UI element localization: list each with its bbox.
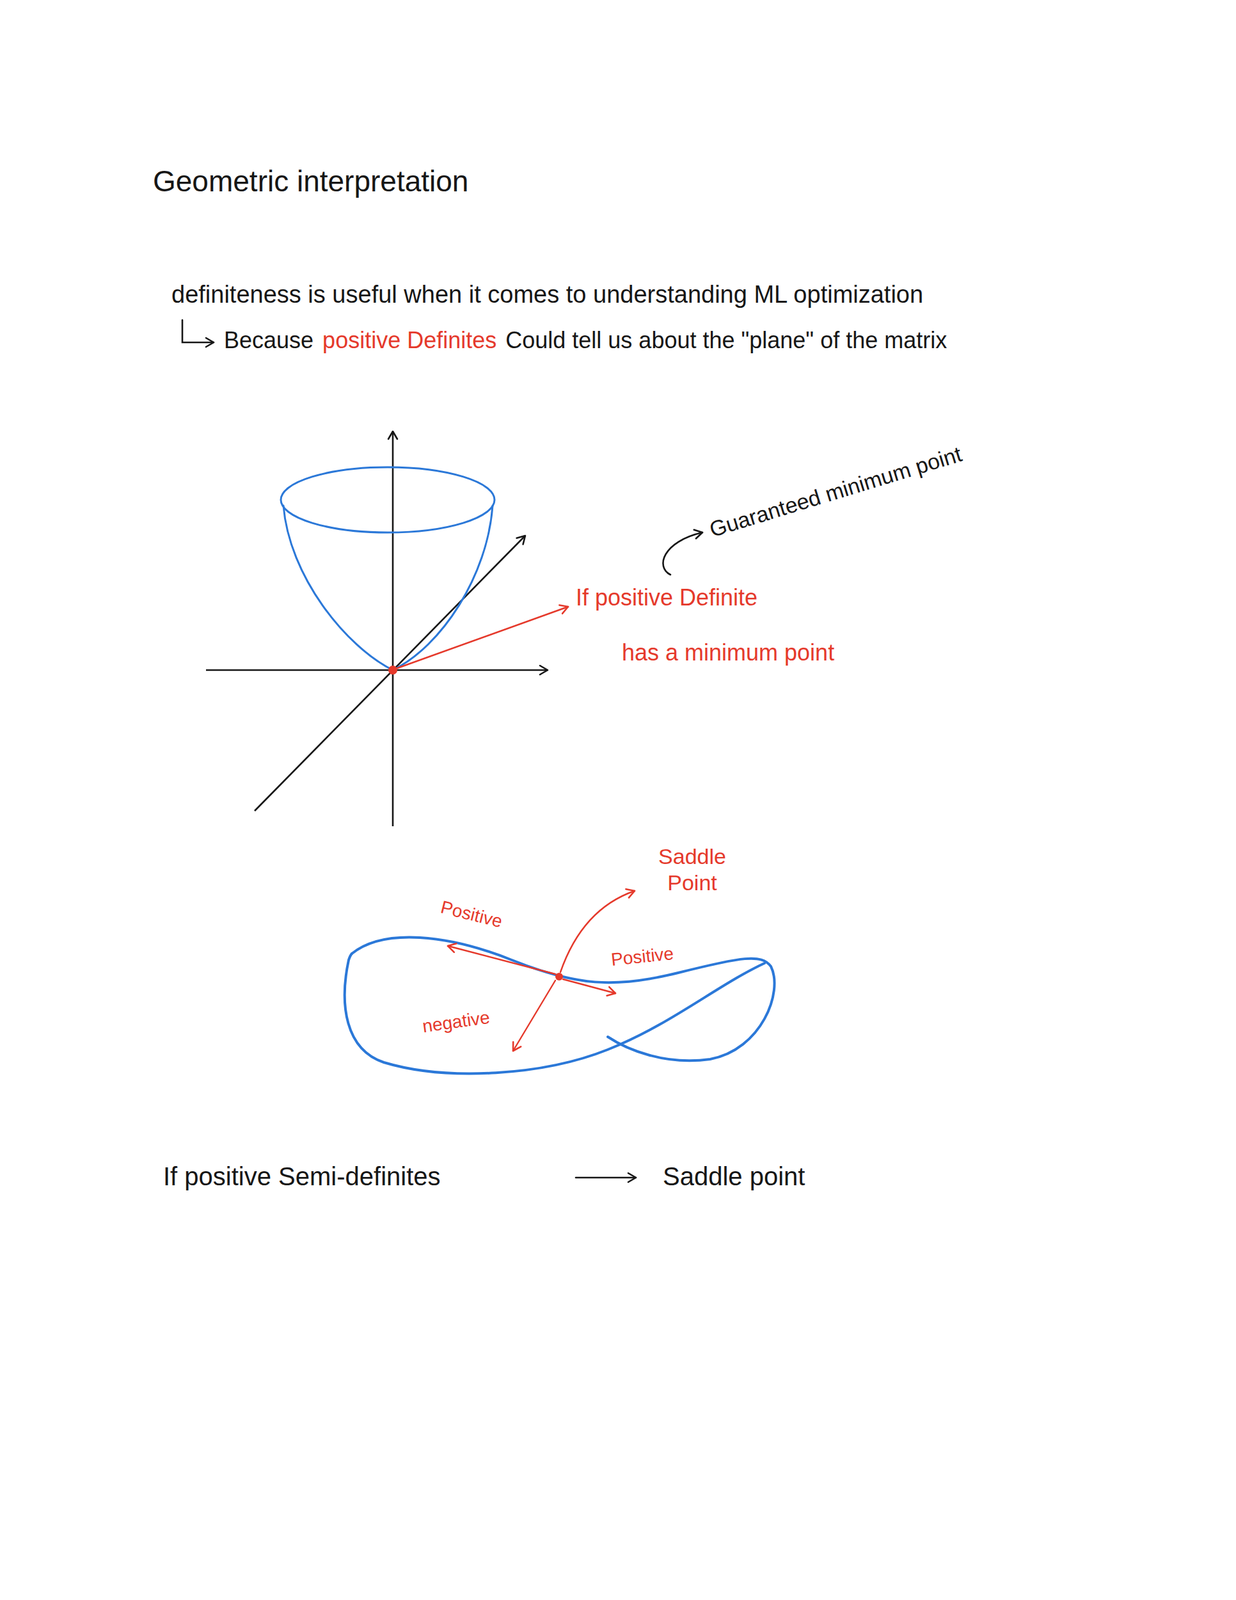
page-title: Geometric interpretation	[152, 164, 469, 198]
annotation: Guaranteed minimum point	[706, 440, 965, 543]
highlight-text: positive Definites	[322, 326, 497, 354]
y-axis	[254, 535, 526, 811]
implies-arrow	[575, 1176, 636, 1179]
leader-arrow	[662, 532, 703, 575]
direction-label: negative	[420, 1006, 492, 1038]
label-holder: negative	[420, 1006, 492, 1038]
label-holder: If positive Definite	[575, 583, 758, 611]
annotation: has a minimum point	[621, 638, 835, 666]
saddle-dot	[555, 972, 563, 981]
z-axis	[392, 431, 395, 826]
label-holder: definiteness is useful when it comes to …	[171, 280, 924, 310]
x-axis	[206, 669, 548, 672]
direction-arrow	[447, 945, 556, 974]
label-holder: Guaranteed minimum point	[706, 440, 965, 543]
bowl-rim	[280, 467, 495, 533]
label-holder: Positive	[610, 942, 675, 971]
direction-arrow	[513, 980, 556, 1051]
direction-label: Positive	[438, 896, 505, 933]
direction-arrow	[562, 978, 616, 993]
leader-arrow	[397, 606, 569, 668]
annotation: If positive Definite	[575, 583, 758, 611]
saddle-surface	[344, 953, 765, 1073]
label-holder: If positive Semi-definites	[163, 1160, 441, 1192]
label-holder: has a minimum point	[621, 638, 835, 666]
note-text: Because	[223, 326, 314, 354]
note-text: definiteness is useful when it comes to …	[171, 280, 924, 310]
saddle-surface	[351, 937, 775, 1061]
note-text: Saddle point	[662, 1160, 805, 1192]
direction-label: Positive	[610, 942, 675, 971]
minimum-dot	[388, 665, 398, 675]
label-holder: Positive	[438, 896, 505, 933]
saddle-label: Saddle Point	[647, 843, 737, 896]
label-holder: Saddle Point	[647, 843, 737, 896]
label-holder: Saddle point	[662, 1160, 805, 1192]
sentence-row: Because positive Definites Could tell us a…	[223, 326, 956, 354]
hook-arrow	[182, 319, 214, 343]
title-holder: Geometric interpretation	[152, 163, 469, 199]
note-text: If positive Semi-definites	[163, 1160, 441, 1192]
note-text: Could tell us about the "plane" of the m…	[505, 326, 947, 354]
